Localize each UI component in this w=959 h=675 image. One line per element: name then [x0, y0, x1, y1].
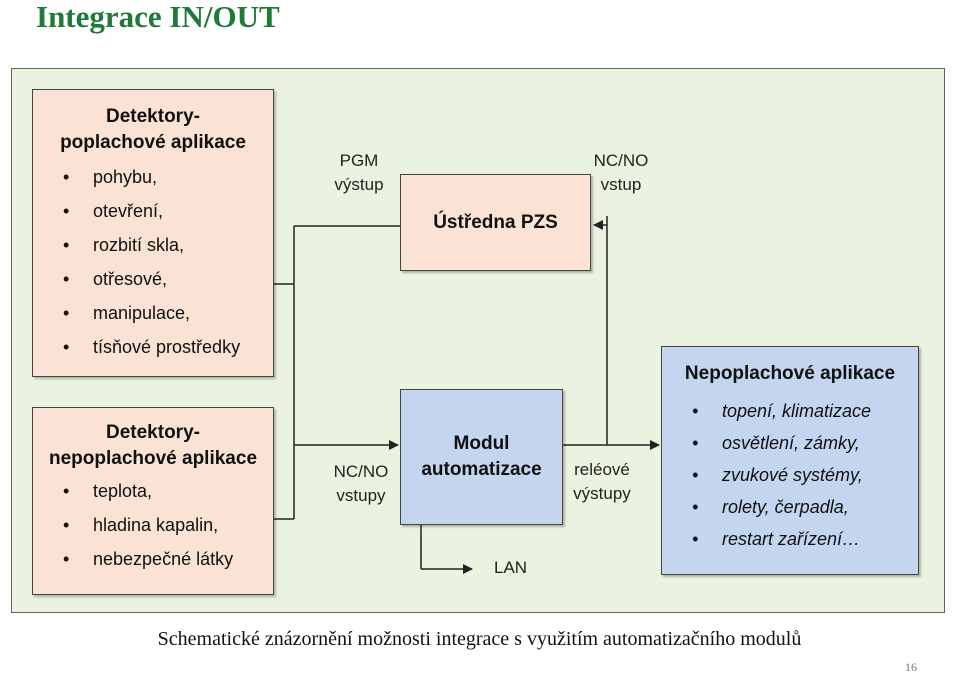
- ncno-inputs-label-line1: NC/NO: [333, 462, 389, 481]
- automation-module-box: Modul automatizace: [400, 389, 563, 525]
- relay-outputs-label-line2: výstupy: [573, 484, 631, 503]
- detectors-nonalarm-heading-line1: Detektory-: [106, 422, 200, 443]
- ncno-inputs-label-line2: vstupy: [336, 486, 386, 505]
- detectors-nonalarm-list: teplota, hladina kapalin, nebezpečné lát…: [33, 474, 273, 576]
- list-item: hladina kapalin,: [33, 508, 273, 542]
- pgm-output-label: PGM výstup: [328, 149, 390, 197]
- nonalarm-apps-list: topení, klimatizace osvětlení, zámky, zv…: [662, 395, 918, 555]
- ncno-input-label: NC/NO vstup: [588, 149, 654, 197]
- relay-outputs-label: reléové výstupy: [566, 458, 638, 506]
- list-item: otřesové,: [33, 262, 273, 296]
- detectors-nonalarm-heading-line2: nepoplachové aplikace: [48, 448, 258, 469]
- central-unit-box: Ústředna PZS: [400, 174, 591, 271]
- detectors-alarm-list: pohybu, otevření, rozbití skla, otřesové…: [33, 160, 273, 364]
- list-item: teplota,: [33, 474, 273, 508]
- list-item: restart zařízení…: [662, 523, 918, 555]
- detectors-alarm-heading-line1: Detektory-: [106, 106, 200, 127]
- slide-title: Integrace IN/OUT: [36, 0, 280, 34]
- list-item: zvukové systémy,: [662, 459, 918, 491]
- ncno-input-label-line2: vstup: [600, 175, 642, 194]
- nonalarm-apps-heading: Nepoplachové aplikace: [684, 363, 896, 384]
- list-item: osvětlení, zámky,: [662, 427, 918, 459]
- detectors-nonalarm-box: Detektory- nepoplachové aplikace teplota…: [32, 407, 274, 595]
- ncno-inputs-label: NC/NO vstupy: [326, 460, 396, 508]
- detectors-alarm-heading-line2: poplachové aplikace: [60, 132, 246, 153]
- automation-module-label-line2: automatizace: [421, 459, 542, 480]
- list-item: manipulace,: [33, 296, 273, 330]
- list-item: nebezpečné látky: [33, 542, 273, 576]
- figure-caption: Schematické znázornění možnosti integrac…: [157, 628, 802, 650]
- list-item: topení, klimatizace: [662, 395, 918, 427]
- lan-label: LAN: [494, 558, 528, 577]
- central-unit-label: Ústředna PZS: [433, 211, 558, 233]
- list-item: tísňové prostředky: [33, 330, 273, 364]
- ncno-input-label-line1: NC/NO: [593, 151, 649, 170]
- automation-module-label-line1: Modul: [453, 433, 510, 454]
- detectors-alarm-box: Detektory- poplachové aplikace pohybu, o…: [32, 89, 274, 377]
- nonalarm-apps-box: Nepoplachové aplikace topení, klimatizac…: [661, 346, 919, 575]
- pgm-output-label-line2: výstup: [334, 175, 384, 194]
- relay-outputs-label-line1: reléové: [574, 460, 630, 479]
- list-item: pohybu,: [33, 160, 273, 194]
- list-item: rozbití skla,: [33, 228, 273, 262]
- pgm-output-label-line1: PGM: [339, 151, 379, 170]
- list-item: rolety, čerpadla,: [662, 491, 918, 523]
- list-item: otevření,: [33, 194, 273, 228]
- page-number: 16: [905, 660, 917, 674]
